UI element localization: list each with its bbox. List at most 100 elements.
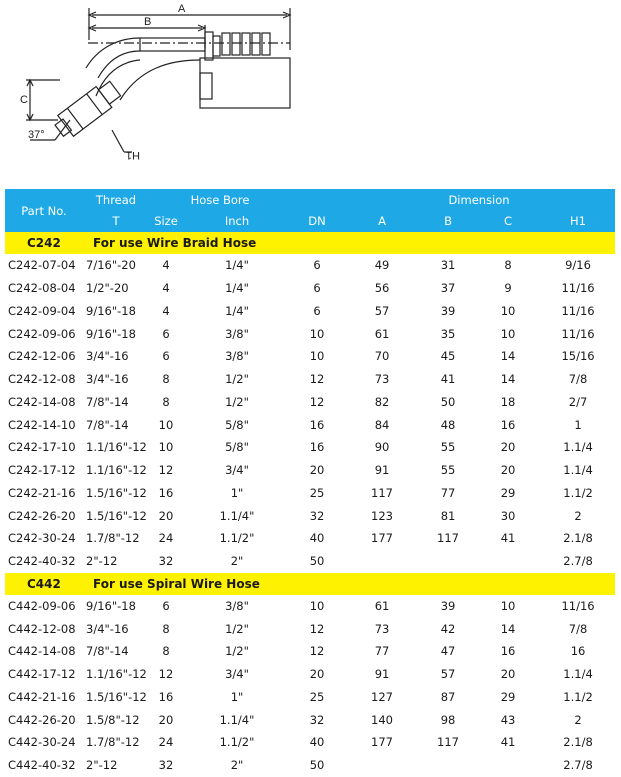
cell-dim-a: 61 <box>374 598 390 613</box>
dimension-label-c: C <box>20 94 28 106</box>
cell-dim-a: 90 <box>374 440 390 455</box>
cell-h1: 2/7 <box>568 394 588 409</box>
cell-dim-b: 35 <box>440 326 456 341</box>
cell-h1: 11/16 <box>561 281 595 296</box>
fitting-drawing-svg: A B C 37° H1 <box>20 3 292 161</box>
cell-size: 20 <box>158 508 174 523</box>
cell-inch: 1.1/4" <box>219 712 255 727</box>
cell-dim-b: 55 <box>440 463 456 478</box>
cell-size: 10 <box>158 440 174 455</box>
cell-thread: 7/8"-14 <box>86 644 129 659</box>
cell-h1: 2 <box>574 712 582 727</box>
cell-part-no: C242-17-12 <box>8 463 76 478</box>
cell-size: 24 <box>158 735 174 750</box>
cell-dim-c: 14 <box>500 621 516 636</box>
cell-h1: 7/8 <box>568 372 588 387</box>
cell-dim-b: 50 <box>440 394 456 409</box>
cell-dim-b: 55 <box>440 440 456 455</box>
cell-size: 8 <box>162 644 170 659</box>
cell-dn: 25 <box>309 689 325 704</box>
cell-dn: 32 <box>309 508 325 523</box>
cell-part-no: C242-09-06 <box>8 326 76 341</box>
cell-dim-a: 123 <box>371 508 393 523</box>
cell-inch: 3/4" <box>225 463 249 478</box>
cell-part-no: C242-12-08 <box>8 372 76 387</box>
cell-dim-b: 57 <box>440 667 456 682</box>
cell-size: 10 <box>158 417 174 432</box>
cell-dim-c: 8 <box>504 258 512 273</box>
cell-inch: 1/2" <box>225 394 249 409</box>
cell-inch: 3/8" <box>225 349 249 364</box>
cell-inch: 3/4" <box>225 667 249 682</box>
cell-part-no: C242-14-10 <box>8 417 76 432</box>
cell-h1: 15/16 <box>561 349 595 364</box>
cell-size: 6 <box>162 326 170 341</box>
cell-thread: 1.1/16"-12 <box>86 463 147 478</box>
cell-dn: 25 <box>309 485 325 500</box>
cell-part-no: C242-09-04 <box>8 303 76 318</box>
cell-dim-c: 18 <box>500 394 516 409</box>
header-a: A <box>343 210 422 232</box>
cell-part-no: C242-12-06 <box>8 349 76 364</box>
cell-part-no: C442-14-08 <box>8 644 76 659</box>
header-inch: Inch <box>183 210 292 232</box>
cell-dim-c: 14 <box>500 372 516 387</box>
cell-h1: 9/16 <box>565 258 591 273</box>
cell-dim-c: 20 <box>500 667 516 682</box>
cell-h1: 1.1/4 <box>563 667 593 682</box>
cell-size: 12 <box>158 463 174 478</box>
cell-part-no: C442-17-12 <box>8 667 76 682</box>
section-description: For use Wire Braid Hose <box>83 232 616 254</box>
section-code: C442 <box>5 572 83 595</box>
cell-dn: 32 <box>309 712 325 727</box>
cell-inch: 1/2" <box>225 621 249 636</box>
cell-dim-c: 10 <box>500 598 516 613</box>
cell-dim-c: 29 <box>500 485 516 500</box>
cell-dim-b: 42 <box>440 621 456 636</box>
cell-dim-a: 91 <box>374 463 390 478</box>
header-dn: DN <box>291 210 344 232</box>
cell-size: 32 <box>158 758 174 773</box>
cell-thread: 3/4"-16 <box>86 621 129 636</box>
cell-part-no: C442-09-06 <box>8 598 76 613</box>
cell-dim-c: 30 <box>500 508 516 523</box>
cell-h1: 1.1/4 <box>563 463 593 478</box>
cell-thread: 2"-12 <box>86 554 118 569</box>
cell-dn: 12 <box>309 621 325 636</box>
cell-dn: 10 <box>309 349 325 364</box>
cell-size: 16 <box>158 689 174 704</box>
cell-dim-a: 61 <box>374 326 390 341</box>
cell-size: 4 <box>162 303 170 318</box>
h1-label: H1 <box>126 149 140 161</box>
cell-dim-c: 10 <box>500 303 516 318</box>
header-hose-bore: Hose Bore <box>149 189 292 211</box>
cell-inch: 2" <box>230 554 244 569</box>
cell-dn: 12 <box>309 372 325 387</box>
cell-size: 6 <box>162 598 170 613</box>
cell-size: 4 <box>162 258 170 273</box>
cell-thread: 7/16"-20 <box>86 258 136 273</box>
cell-dn: 16 <box>309 440 325 455</box>
cell-dn: 10 <box>309 598 325 613</box>
cell-dn: 6 <box>313 281 321 296</box>
cell-dim-b: 39 <box>440 598 456 613</box>
cell-inch: 5/8" <box>225 440 249 455</box>
cell-inch: 1/4" <box>225 303 249 318</box>
cell-dim-c <box>475 754 541 777</box>
cell-dn: 20 <box>309 463 325 478</box>
cell-dim-c: 9 <box>504 281 512 296</box>
cell-dim-a: 91 <box>374 667 390 682</box>
cell-size: 8 <box>162 621 170 636</box>
header-c: C <box>475 210 542 232</box>
cell-dim-b: 37 <box>440 281 456 296</box>
